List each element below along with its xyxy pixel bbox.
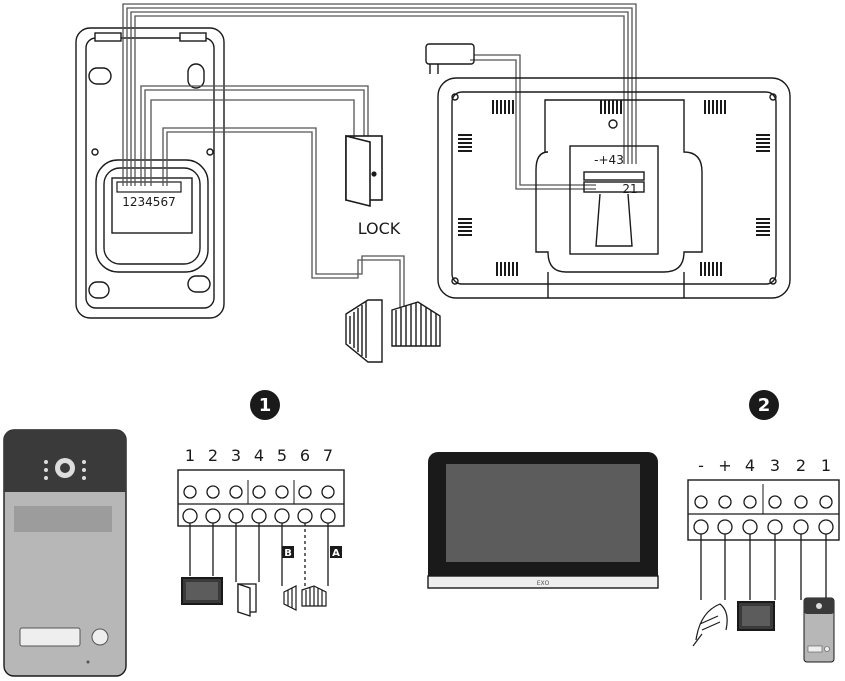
monitor-terminal-4: 4	[745, 456, 755, 475]
mini-lock-icon	[237, 583, 257, 617]
monitor-terminals-top: -+43	[594, 153, 624, 167]
monitor-terminal-plus: +	[718, 456, 731, 475]
outdoor-terminal-block: 1234567	[116, 181, 182, 209]
monitor-terminal-block: - + 4 3 2 1	[687, 456, 840, 663]
svg-text:2: 2	[758, 395, 771, 416]
monitor-terminal-3: 3	[770, 456, 780, 475]
monitor-back	[437, 77, 791, 299]
step-badge-2: 2	[749, 390, 779, 420]
mini-door-panel-icon	[803, 597, 835, 663]
mini-gate-icon	[283, 585, 327, 611]
panel-terminal-7: 7	[323, 446, 333, 465]
door-panel	[3, 429, 127, 677]
monitor-front: ЕХО	[427, 452, 659, 589]
panel-terminal-3: 3	[231, 446, 241, 465]
outdoor-terminal-numbers: 1234567	[122, 195, 175, 209]
panel-terminal-block: 1 2 3 4 5 6 7 B A	[177, 446, 345, 617]
monitor-terminal-minus: -	[698, 456, 704, 475]
svg-text:1: 1	[259, 395, 272, 416]
monitor-terminal-1: 1	[821, 456, 831, 475]
panel-terminal-5: 5	[277, 446, 287, 465]
tag-a: A	[332, 548, 340, 559]
gate-icon	[345, 299, 441, 363]
step-badge-1: 1	[250, 390, 280, 420]
monitor-terminal-2: 2	[796, 456, 806, 475]
mini-adapter-icon	[692, 603, 728, 647]
panel-terminal-2: 2	[208, 446, 218, 465]
panel-terminal-1: 1	[185, 446, 195, 465]
panel-terminal-4: 4	[254, 446, 264, 465]
lock-label: LOCK	[358, 219, 401, 238]
panel-terminal-6: 6	[300, 446, 310, 465]
monitor-brand: ЕХО	[537, 580, 550, 587]
monitor-terminals-bottom: 21	[622, 182, 637, 196]
tag-b: B	[284, 548, 292, 559]
outdoor-unit-backplate	[75, 27, 225, 319]
power-adapter-icon	[425, 43, 475, 74]
lock-door-icon	[345, 134, 383, 208]
monitor-vents	[458, 100, 770, 276]
wire-bundle	[122, 3, 637, 318]
